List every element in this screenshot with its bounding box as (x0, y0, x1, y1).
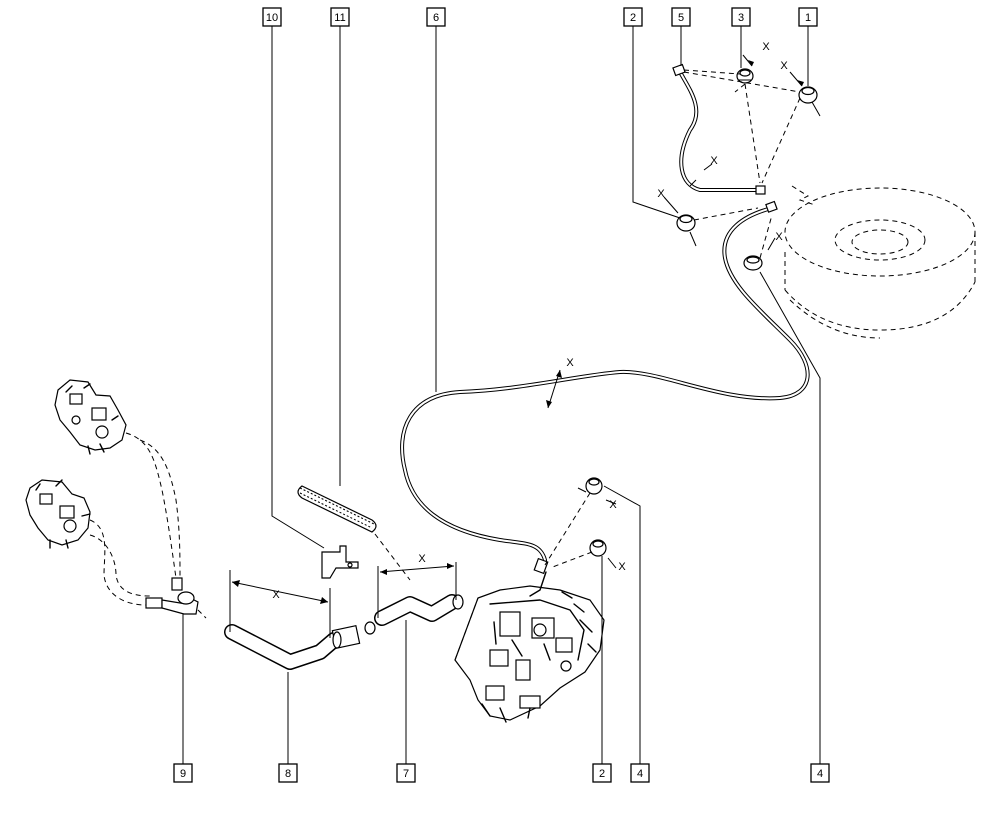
callout-9: 9 (173, 763, 193, 783)
bracket-10 (321, 545, 359, 579)
spare-wheel (784, 185, 976, 339)
hose-7 (374, 594, 464, 626)
assembly-lines (544, 69, 801, 569)
pipe-fittings (533, 63, 778, 575)
callout-label: 8 (285, 768, 291, 780)
callout-10: 10 (262, 7, 282, 27)
clip-3 (736, 68, 754, 84)
callout-label: 7 (403, 768, 409, 780)
callout-label: 2 (599, 768, 605, 780)
heat-sleeve-11 (297, 485, 411, 581)
clip-dimension-arrows (546, 54, 821, 569)
upper-pipe-loop (678, 70, 760, 192)
x-label: X (775, 231, 783, 243)
dimension-labels: X X X X X X X X X X (272, 41, 788, 601)
dimension-x-hose-8 (229, 570, 331, 638)
pump-lower (25, 479, 91, 549)
x-label: X (418, 553, 426, 565)
callout-label: 1 (805, 12, 811, 24)
x-label: X (762, 41, 770, 53)
clip-4-bottom (585, 477, 603, 495)
pump-hoses (89, 432, 181, 606)
pump-upper (54, 379, 127, 455)
x-label: X (609, 499, 617, 511)
dimension-x-hose-7 (377, 562, 457, 618)
callout-label: 3 (738, 12, 744, 24)
hose-connector (331, 621, 376, 650)
callout-label: 11 (334, 12, 345, 24)
x-label: X (657, 188, 665, 200)
x-label: X (710, 155, 718, 167)
callout-label: 6 (433, 12, 439, 24)
callout-2-top: 2 (623, 7, 643, 27)
main-pipe-6 (400, 206, 810, 562)
x-label: X (780, 60, 788, 72)
callout-label: 9 (180, 768, 186, 780)
callout-label: 4 (817, 768, 823, 780)
callouts-top: 10 11 6 2 5 3 1 (262, 7, 818, 27)
callout-4-mid: 4 (630, 763, 650, 783)
clip-1 (798, 86, 818, 104)
callout-3: 3 (731, 7, 751, 27)
callout-4-right: 4 (810, 763, 830, 783)
carburettor-assembly (454, 571, 605, 723)
clip-2-bottom (589, 539, 607, 557)
callout-label: 4 (637, 768, 643, 780)
callout-1: 1 (798, 7, 818, 27)
callout-label: 10 (266, 12, 278, 24)
callout-6: 6 (426, 7, 446, 27)
callout-5: 5 (671, 7, 691, 27)
callout-7: 7 (396, 763, 416, 783)
clip-2-top (676, 214, 696, 232)
x-label: X (566, 357, 574, 369)
y-connector (145, 577, 207, 619)
callouts-bottom: 9 8 7 2 4 4 (173, 763, 830, 783)
x-label: X (272, 589, 280, 601)
clip-4-top (743, 255, 763, 271)
callout-label: 2 (630, 12, 636, 24)
callout-11: 11 (330, 7, 350, 27)
callout-label: 5 (678, 12, 684, 24)
hose-8 (224, 624, 342, 670)
callout-8: 8 (278, 763, 298, 783)
leader-lines (182, 26, 821, 764)
callout-2-bottom: 2 (592, 763, 612, 783)
x-label: X (618, 561, 626, 573)
